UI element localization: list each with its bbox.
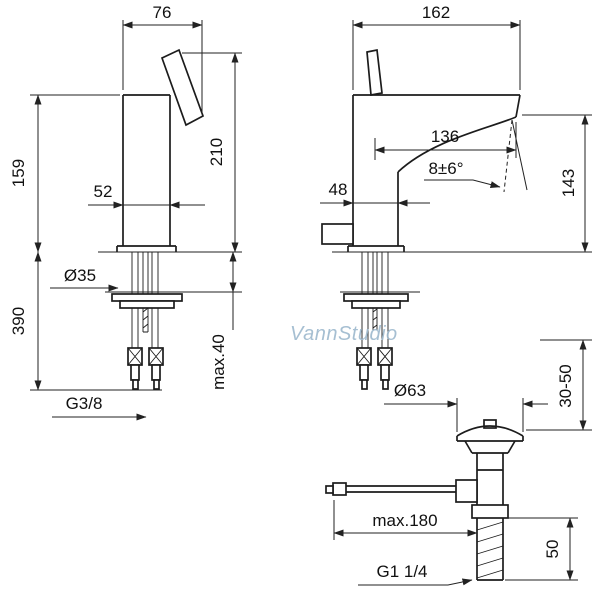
dim-body-height: 159 [9, 159, 28, 187]
drain-dimension-lines [333, 339, 592, 586]
front-view: 162 136 8±6° 48 143 [320, 3, 592, 390]
dim-body-depth: 52 [94, 182, 113, 201]
front-view-dimension-lines [320, 20, 592, 253]
drain-view: Ø63 30-50 max.180 50 G1 1/4 [325, 339, 592, 586]
dim-tail-length: 50 [543, 540, 562, 559]
dim-top-width: 76 [153, 3, 172, 22]
dim-flange-diameter: Ø63 [394, 381, 426, 400]
dim-install-range: 30-50 [556, 364, 575, 407]
drain-object-lines [325, 419, 524, 581]
side-view-object-lines [98, 48, 242, 390]
dim-total-width: 162 [422, 3, 450, 22]
side-view: 76 159 52 210 Ø35 390 G3/8 max.40 [9, 3, 242, 421]
dim-outlet-height: 143 [559, 169, 578, 197]
dim-spout-angle: 8±6° [428, 159, 463, 178]
drain-labels: Ø63 30-50 max.180 50 G1 1/4 [372, 364, 575, 581]
front-view-object-lines [321, 48, 592, 390]
dim-outlet-thread: G1 1/4 [376, 562, 427, 581]
dim-total-height: 210 [207, 138, 226, 166]
dim-hole-diameter: Ø35 [64, 266, 96, 285]
dim-hose-length: 390 [9, 307, 28, 335]
dim-body-width: 48 [329, 180, 348, 199]
side-view-labels: 76 159 52 210 Ø35 390 G3/8 max.40 [9, 3, 228, 413]
side-view-dimension-lines [30, 20, 242, 421]
dim-inlet-thread: G3/8 [66, 394, 103, 413]
dim-deck-thickness: max.40 [209, 334, 228, 390]
front-view-labels: 162 136 8±6° 48 143 [329, 3, 578, 199]
dim-rod-length: max.180 [372, 511, 437, 530]
watermark: VannStudio [290, 323, 398, 345]
dim-spout-reach: 136 [431, 127, 459, 146]
